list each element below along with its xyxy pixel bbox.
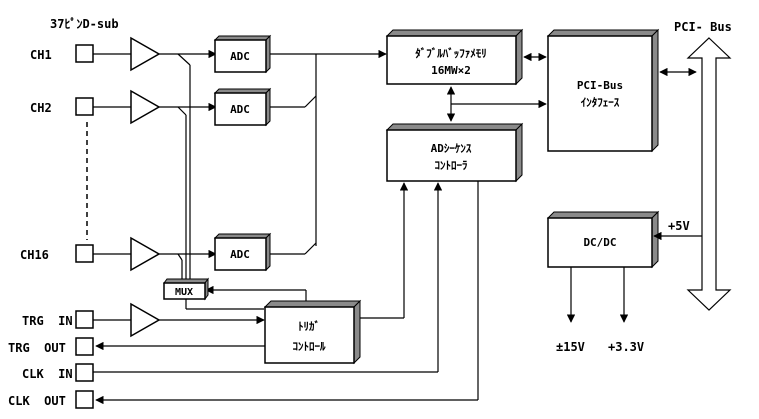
dcdc-label: DC/DC [583,236,616,249]
sequence-controller-block: ADｼｰｹﾝｽ ｺﾝﾄﾛｰﾗ [385,122,524,183]
trg-in-label: TRG IN [22,314,73,328]
ch1-terminal [75,44,94,63]
adc-block-1: ADC [213,34,272,74]
pcibus-interface-block: PCI-Bus ｲﾝﾀﾌｪｰｽ [546,28,660,153]
clk-in-label: CLK IN [22,367,73,381]
ch1-label: CH1 [30,48,52,62]
trg-in-amplifier [130,302,161,338]
ch1-amplifier [130,36,161,72]
adc-1-label: ADC [230,50,250,63]
clk-in-terminal [75,363,94,382]
pci-bus-arrow [686,37,732,311]
trigger-control-block: ﾄﾘｶﾞ ｺﾝﾄﾛｰﾙ [263,299,362,365]
adc-block-16: ADC [213,232,272,272]
adc-block-2: ADC [213,87,272,127]
connector-label: 37ﾋﾟﾝD-sub [50,16,119,31]
trg-out-label: TRG OUT [8,341,66,355]
ch16-terminal [75,244,94,263]
ch16-amplifier [130,236,161,272]
memory-block: ﾀﾞﾌﾞﾙﾊﾞｯﾌｧﾒﾓﾘ 16MW×2 [385,28,524,86]
dcdc-block: DC/DC [546,210,660,269]
adc-2-label: ADC [230,103,250,116]
ch2-label: CH2 [30,101,52,115]
trigger-label-2: ｺﾝﾄﾛｰﾙ [293,340,326,353]
mux-block: MUX [163,277,209,301]
trg-out-terminal [75,337,94,356]
pm15v-label: ±15V [556,340,585,354]
ch16-label: CH16 [20,248,49,262]
mux-label: MUX [175,287,193,298]
ch2-amplifier [130,89,161,125]
pcibus-label-2: ｲﾝﾀﾌｪｰｽ [581,96,620,109]
memory-label-1: ﾀﾞﾌﾞﾙﾊﾞｯﾌｧﾒﾓﾘ [415,46,487,60]
adc-16-label: ADC [230,248,250,261]
pcibus-label-1: PCI-Bus [577,79,623,92]
plus3v3-label: +3.3V [608,340,644,354]
plus5v-label: +5V [668,219,690,233]
clk-out-terminal [75,390,94,409]
sequence-label-1: ADｼｰｹﾝｽ [431,142,472,155]
memory-label-2: 16MW×2 [431,64,471,77]
clk-out-label: CLK OUT [8,394,66,408]
ch2-terminal [75,97,94,116]
trg-in-terminal [75,310,94,329]
trigger-label-1: ﾄﾘｶﾞ [298,319,320,333]
sequence-label-2: ｺﾝﾄﾛｰﾗ [435,159,468,172]
pci-bus-label: PCI- Bus [674,20,732,34]
